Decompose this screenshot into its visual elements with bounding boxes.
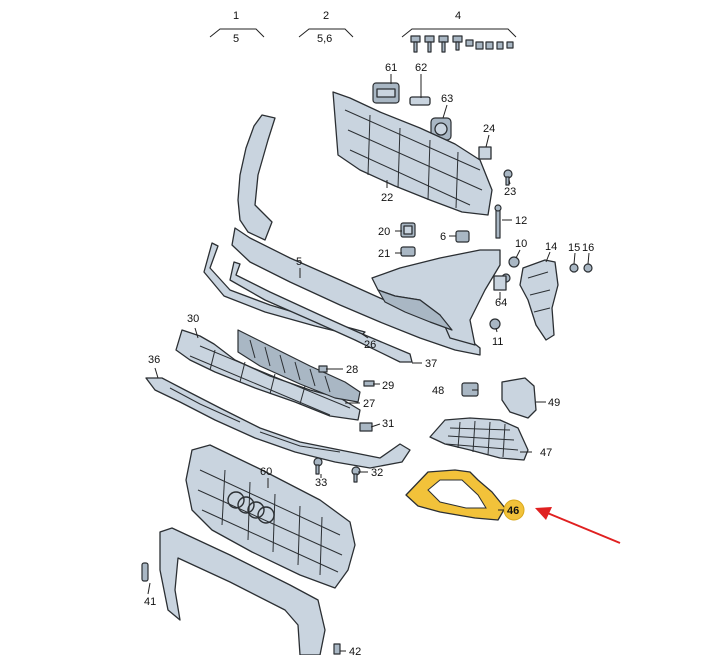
label-31: 31 xyxy=(382,418,394,430)
label-48: 48 xyxy=(432,385,444,397)
label-33: 33 xyxy=(315,477,327,489)
part-36-spoiler[interactable] xyxy=(145,377,411,469)
part-30[interactable] xyxy=(175,329,361,421)
part-24[interactable] xyxy=(478,146,492,160)
highlight-arrow xyxy=(535,507,621,544)
label-62: 62 xyxy=(415,62,427,74)
label-21: 21 xyxy=(378,248,390,260)
label-5: 5 xyxy=(296,256,302,268)
part-60-radiator-grille[interactable] xyxy=(185,444,356,589)
part-labels: 61 62 63 24 23 22 12 20 21 6 10 14 15 16… xyxy=(144,62,594,655)
part-31[interactable] xyxy=(359,422,373,432)
label-37: 37 xyxy=(425,358,437,370)
label-27: 27 xyxy=(363,398,375,410)
part-12[interactable] xyxy=(494,204,502,239)
part-62[interactable] xyxy=(409,96,431,106)
label-36: 36 xyxy=(148,354,160,366)
part-26-trim-strip[interactable] xyxy=(203,242,366,338)
label-24: 24 xyxy=(483,123,495,135)
label-6: 6 xyxy=(440,231,446,243)
part-29[interactable] xyxy=(363,380,375,387)
label-11: 11 xyxy=(492,336,503,348)
part-49[interactable] xyxy=(501,377,537,419)
part-23[interactable] xyxy=(503,169,513,186)
group-1-sub: 5 xyxy=(233,33,239,45)
label-14: 14 xyxy=(545,241,557,253)
group-4-bracket xyxy=(401,28,517,38)
part-11[interactable] xyxy=(489,318,501,330)
label-60: 60 xyxy=(260,466,272,478)
group-2-bracket xyxy=(298,28,354,38)
group-4-number: 4 xyxy=(455,10,461,22)
part-28[interactable] xyxy=(318,365,328,373)
part-41-frame[interactable] xyxy=(159,527,326,655)
part-33[interactable] xyxy=(313,457,323,475)
part-6[interactable] xyxy=(455,230,470,243)
part-61[interactable] xyxy=(372,82,400,104)
part-15[interactable] xyxy=(569,263,579,273)
part-10[interactable] xyxy=(508,256,520,268)
fasteners-group-4 xyxy=(410,35,514,53)
leader-lines xyxy=(147,74,590,652)
label-15: 15 xyxy=(568,242,580,254)
group-label-1: 1 5 xyxy=(209,10,265,45)
part-41-clip[interactable] xyxy=(141,562,149,582)
label-41: 41 xyxy=(144,596,156,608)
group-label-4: 4 xyxy=(401,10,517,38)
group-1-number: 1 xyxy=(233,10,239,22)
part-32[interactable] xyxy=(351,466,361,483)
label-42: 42 xyxy=(349,646,361,655)
label-22: 22 xyxy=(381,192,393,204)
label-30: 30 xyxy=(187,313,199,325)
audi-rings-logo xyxy=(227,491,275,524)
part-20[interactable] xyxy=(400,222,416,238)
label-23: 23 xyxy=(504,186,516,198)
part-64[interactable] xyxy=(493,275,507,291)
part-42[interactable] xyxy=(333,643,341,655)
label-10: 10 xyxy=(515,238,527,250)
label-29: 29 xyxy=(382,380,394,392)
label-20: 20 xyxy=(378,226,390,238)
label-28: 28 xyxy=(346,364,358,376)
label-47: 47 xyxy=(540,447,552,459)
label-46-highlight[interactable]: 46 xyxy=(498,499,525,521)
part-21[interactable] xyxy=(400,246,416,257)
group-2-number: 2 xyxy=(323,10,329,22)
part-27-grille[interactable] xyxy=(237,329,361,403)
label-64: 64 xyxy=(495,297,507,309)
part-14-bracket[interactable] xyxy=(519,259,559,341)
group-2-sub: 5,6 xyxy=(317,33,332,45)
part-5-bumper-cover[interactable] xyxy=(231,114,501,356)
part-47-fog-grille[interactable] xyxy=(429,417,529,461)
part-22-carrier[interactable] xyxy=(332,91,493,216)
label-61: 61 xyxy=(385,62,397,74)
label-49: 49 xyxy=(548,397,560,409)
group-label-2: 2 5,6 xyxy=(298,10,354,45)
group-1-bracket xyxy=(209,28,265,38)
label-12: 12 xyxy=(515,215,527,227)
part-46-trim-frame[interactable] xyxy=(405,469,506,521)
part-16[interactable] xyxy=(583,263,593,273)
label-16: 16 xyxy=(582,242,594,254)
label-46: 46 xyxy=(507,505,519,517)
label-63: 63 xyxy=(441,93,453,105)
label-32: 32 xyxy=(371,467,383,479)
label-26: 26 xyxy=(364,339,376,351)
part-63[interactable] xyxy=(430,117,452,141)
